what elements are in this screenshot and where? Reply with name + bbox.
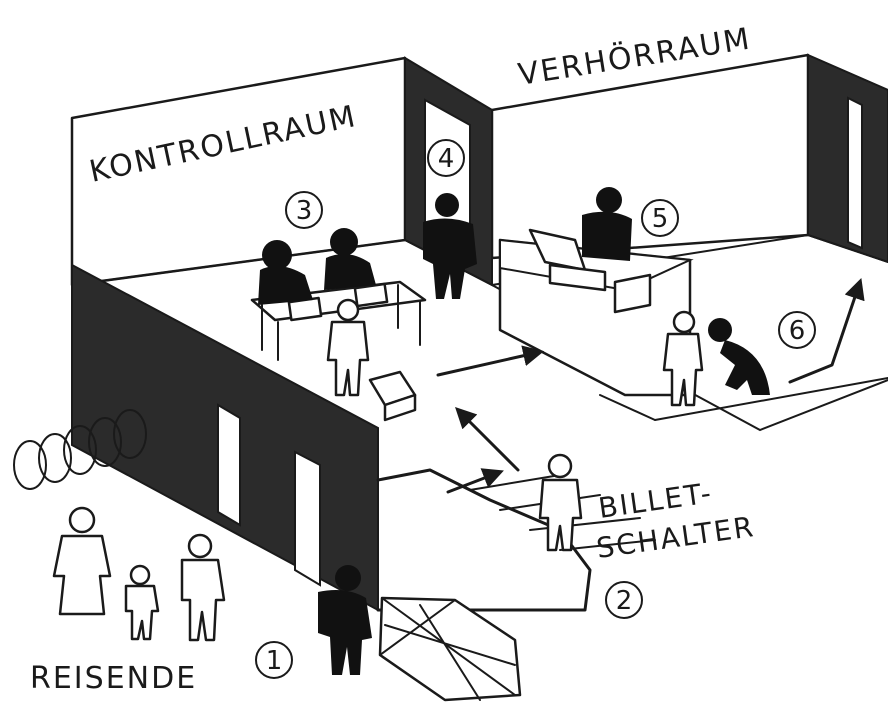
- marker-1: 1: [256, 642, 292, 678]
- marker-3-text: 3: [296, 196, 313, 226]
- travelers-family-figures: [54, 508, 224, 640]
- suitcase-icon: [370, 372, 415, 420]
- marker-2: 2: [606, 582, 642, 618]
- marker-6-text: 6: [789, 316, 806, 346]
- marker-6: 6: [779, 312, 815, 348]
- marker-2-text: 2: [616, 586, 633, 616]
- verhoerraum-right-wall: [808, 55, 888, 262]
- marker-1-text: 1: [266, 646, 283, 676]
- arrow-to-interrogation: [438, 352, 540, 375]
- traveler-at-desk-figure: [328, 300, 368, 395]
- marker-5-text: 5: [652, 204, 669, 234]
- searcher-silhouette-6: [708, 318, 770, 395]
- ticket-clerk-figure: [540, 455, 581, 550]
- arrow-to-control: [458, 410, 518, 470]
- outer-front-wall: [72, 265, 378, 610]
- label-reisende: REISENDE: [30, 661, 197, 696]
- crate-barrier-icon: [380, 598, 520, 700]
- marker-4-text: 4: [438, 144, 455, 174]
